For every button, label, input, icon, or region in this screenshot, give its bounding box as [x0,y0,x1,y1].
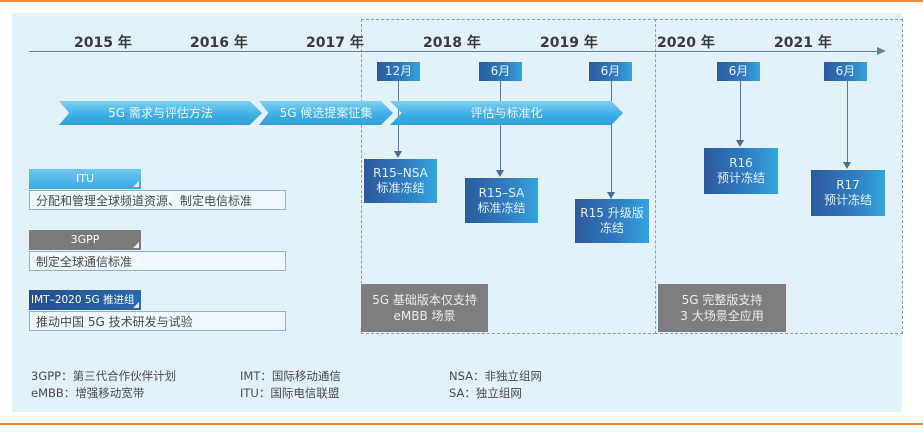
top-orange-rule [0,0,923,2]
year-label: 2020 年 [657,35,715,51]
connector-line [500,81,501,175]
legend-item: ITU：国际电信联盟 [240,386,340,400]
release-r17: R17 预计冻结 [811,170,885,216]
arrow-down-icon [736,140,744,147]
legend-item: SA：独立组网 [449,386,522,400]
year-label: 2021 年 [774,35,832,51]
month-tag: 6月 [824,62,867,81]
legend-item: IMT：国际移动通信 [240,369,341,383]
arrow-down-icon [496,170,504,177]
month-tag: 6月 [717,62,760,81]
release-title: R15 升级版 [580,206,644,220]
bottom-orange-rule [0,423,923,425]
milestone-full-5g: 5G 完整版支持 3 大场景全应用 [658,284,786,332]
arrow-down-icon [394,151,402,158]
month-tag: 6月 [479,62,522,81]
org-3gpp-header: 3GPP [29,230,141,250]
month-tag: 12月 [377,62,420,81]
release-title: R15–NSA [373,166,428,180]
release-r15-upgrade: R15 升级版 冻结 [575,199,649,243]
release-status: 标准冻结 [376,181,425,195]
org-imt2020-description: 推动中国 5G 技术研发与试验 [29,311,286,331]
phase-proposals: 5G 候选提案征集 [259,101,393,125]
year-label: 2019 年 [540,35,598,51]
release-title: R15–SA [478,185,525,200]
release-status: 标准冻结 [477,200,526,215]
legend-item: eMBB：增强移动宽带 [31,386,145,400]
milestone-line: 5G 基础版本仅支持 [372,293,477,307]
arrow-down-icon [843,162,851,169]
org-name: IMT–2020 5G 推进组 [31,294,135,306]
legend-column: IMT：国际移动通信 ITU：国际电信联盟 [240,368,341,402]
axis-arrow-icon [877,47,886,55]
milestone-line: 3 大场景全应用 [680,309,764,323]
connector-line [847,81,848,167]
year-label: 2015 年 [74,35,132,51]
connector-line [740,81,741,145]
milestone-basic-5g: 5G 基础版本仅支持 eMBB 场景 [361,284,488,332]
release-status: 预计冻结 [823,193,872,207]
corner-fold-icon [133,181,139,187]
org-name: 3GPP [70,233,100,246]
org-3gpp-description: 制定全球通信标准 [29,251,286,271]
org-name: ITU [75,172,94,185]
org-imt2020-header: IMT–2020 5G 推进组 [29,290,141,310]
milestone-line: eMBB 场景 [393,309,456,323]
release-title: R16 [729,156,753,170]
full-5g-period-frame [655,19,903,334]
release-status: 冻结 [599,221,624,235]
legend-column: 3GPP：第三代合作伙伴计划 eMBB：增强移动宽带 [31,368,176,402]
timeline-axis [29,51,879,52]
release-title: R17 [836,178,860,192]
legend-item: NSA：非独立组网 [449,369,542,383]
milestone-line: 5G 完整版支持 [681,293,763,307]
month-tag: 6月 [589,62,632,81]
year-label: 2016 年 [190,35,248,51]
legend-item: 3GPP：第三代合作伙伴计划 [31,369,177,383]
connector-line [611,81,612,197]
release-r15-sa: R15–SA 标准冻结 [465,178,538,223]
phase-requirements: 5G 需求与评估方法 [59,101,262,125]
arrow-down-icon [607,192,615,199]
year-label: 2017 年 [306,35,364,51]
corner-fold-icon [133,242,139,248]
release-r15-nsa: R15–NSA 标准冻结 [364,159,437,203]
legend-column: NSA：非独立组网 SA：独立组网 [449,368,542,402]
release-status: 预计冻结 [716,171,765,185]
year-label: 2018 年 [423,35,481,51]
corner-fold-icon [133,302,139,308]
org-itu-description: 分配和管理全球频道资源、制定电信标准 [29,190,286,210]
phase-standardization: 评估与标准化 [390,101,623,125]
standardization-period-frame [361,19,656,334]
release-r16: R16 预计冻结 [704,148,778,194]
org-itu-header: ITU [29,169,141,189]
